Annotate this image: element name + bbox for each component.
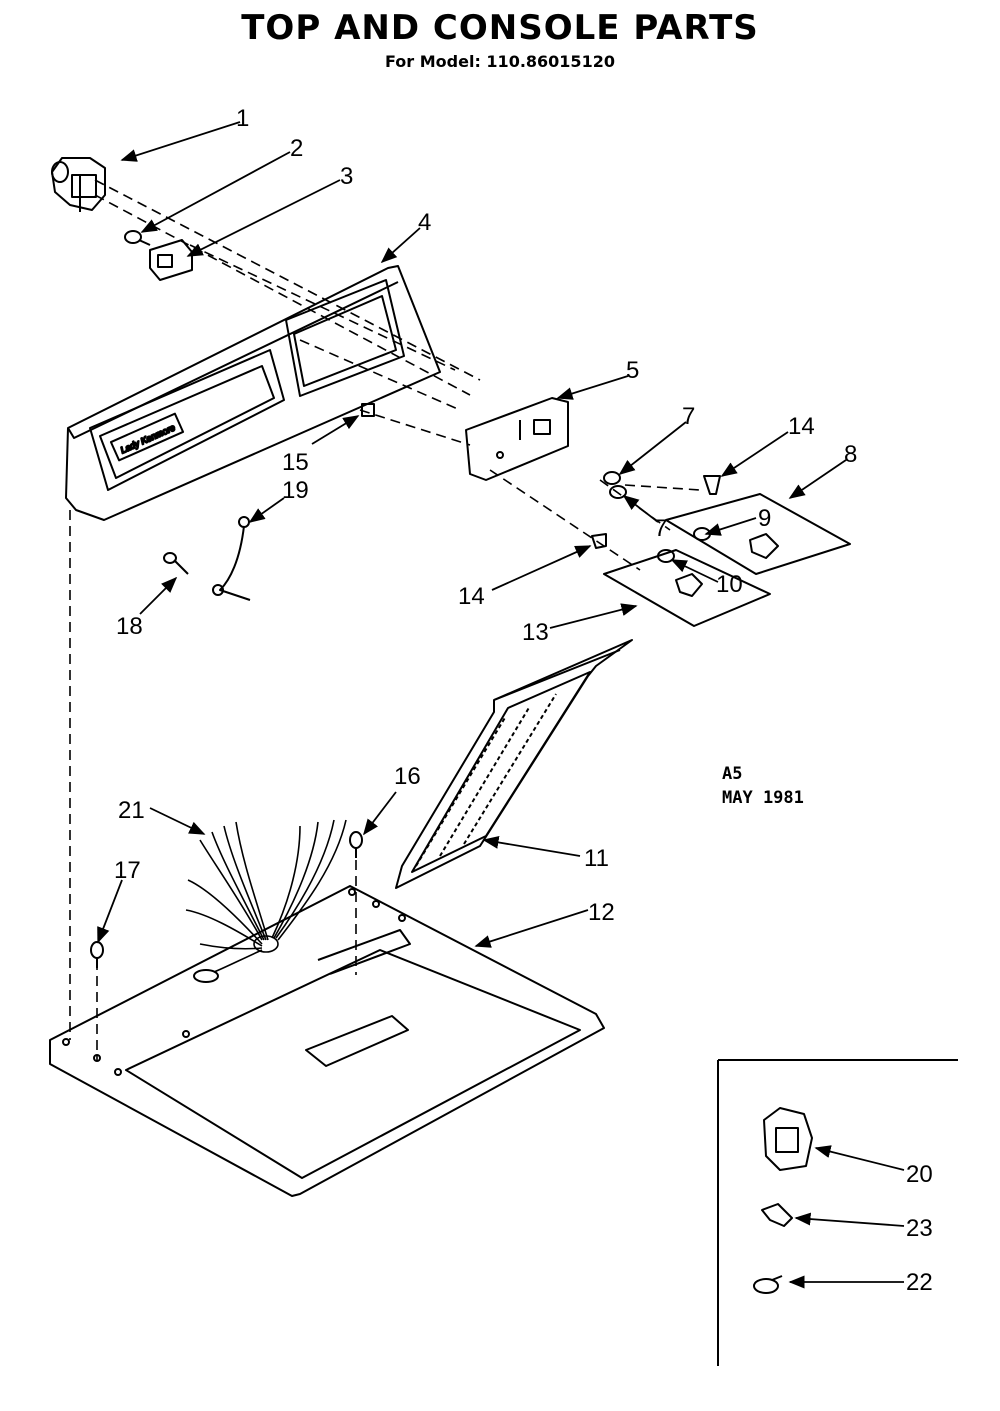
part-lint-filter <box>395 639 633 889</box>
diagram-subtitle: For Model: 110.86015120 <box>385 52 615 71</box>
callout-18: 18 <box>116 613 143 640</box>
part-connector-block <box>763 1107 813 1171</box>
callout-5: 5 <box>626 357 639 384</box>
inset-frame <box>717 1059 958 1366</box>
callout-2: 2 <box>290 135 303 162</box>
part-clip-17 <box>90 941 104 968</box>
callout-labels: 1 2 3 4 5 7 7 14 8 9 10 14 13 15 19 18 1… <box>114 105 933 1296</box>
callout-21: 21 <box>118 797 145 824</box>
part-wire-harness <box>185 819 347 973</box>
callout-11: 11 <box>584 845 609 872</box>
assembly-lines <box>69 179 701 1060</box>
diagram-title: TOP AND CONSOLE PARTS <box>241 8 759 48</box>
callout-16: 16 <box>394 763 421 790</box>
stamp-date: MAY 1981 <box>722 788 804 808</box>
part-screw-7 <box>603 471 627 499</box>
part-knob-kit-box <box>603 549 771 627</box>
part-clip-16 <box>349 831 363 858</box>
callout-9: 9 <box>758 505 771 532</box>
callout-3: 3 <box>340 163 353 190</box>
callout-23: 23 <box>906 1215 933 1242</box>
callout-14a: 14 <box>788 413 815 440</box>
callout-10: 10 <box>716 571 743 598</box>
part-clip-15 <box>361 403 375 417</box>
callout-19: 19 <box>282 477 309 504</box>
part-clip-22 <box>753 1275 783 1294</box>
part-ground-wire <box>163 516 251 601</box>
part-top-panel <box>49 885 605 1197</box>
part-control-bracket <box>465 397 569 481</box>
callout-12: 12 <box>588 899 615 926</box>
part-clip-23 <box>761 1203 793 1227</box>
callout-7b: 7 <box>654 515 667 542</box>
leader-lines <box>97 121 905 1289</box>
callout-15: 15 <box>282 449 309 476</box>
callout-8: 8 <box>844 441 857 468</box>
part-bracket <box>149 239 193 281</box>
callout-7a: 7 <box>682 403 695 430</box>
callout-4: 4 <box>418 209 431 236</box>
callout-22: 22 <box>906 1269 933 1296</box>
part-timer-switch <box>51 157 106 212</box>
callout-17: 17 <box>114 857 141 884</box>
callout-1: 1 <box>236 105 249 132</box>
callout-13: 13 <box>522 619 549 646</box>
part-screw-14 <box>591 475 721 549</box>
part-screw <box>124 230 151 246</box>
part-console-panel <box>65 265 441 521</box>
console-badge-plate <box>109 412 185 462</box>
stamp-code: A5 <box>722 764 743 784</box>
callout-14b: 14 <box>458 583 485 610</box>
callout-20: 20 <box>906 1161 933 1188</box>
